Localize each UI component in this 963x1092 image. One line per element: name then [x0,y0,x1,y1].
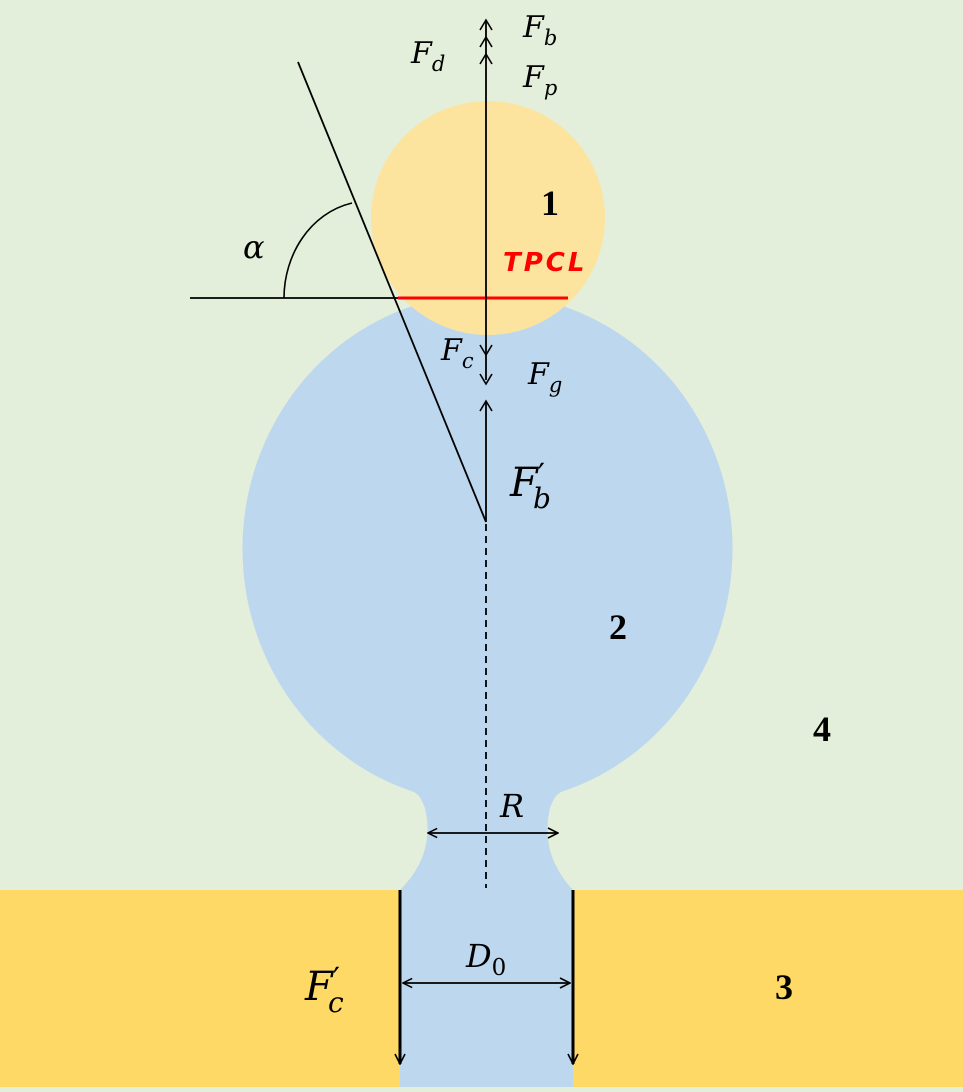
label-fg: Fg [527,357,562,397]
inclined-line [297,61,487,523]
label-fd: Fd [410,36,445,76]
label-tpcl: TPCL [503,248,587,278]
arrowhead-fd [479,35,493,48]
arrowhead-fb [479,18,493,31]
label-fp: Fp [522,60,557,100]
region-label-1: 1 [541,183,559,223]
arrowhead-fc [479,344,493,357]
label-fc: Fc [440,333,474,373]
alpha-angle-arc [283,202,353,299]
label-fb-prime: F′b [509,456,551,515]
arrowhead-fp [479,52,493,65]
label-r: R [499,787,524,825]
bubble-region [371,101,605,335]
region-label-2: 2 [609,607,627,647]
arrowhead-fb-prime [479,399,493,412]
region-label-4: 4 [813,709,831,749]
droplet-region [242,293,733,1087]
label-fc-prime: F′c [304,960,344,1019]
label-alpha: α [243,228,265,266]
label-fb: Fb [522,10,557,50]
label-d0: D0 [465,937,506,981]
region-label-3: 3 [775,967,793,1007]
arrowhead-fg [479,373,493,386]
